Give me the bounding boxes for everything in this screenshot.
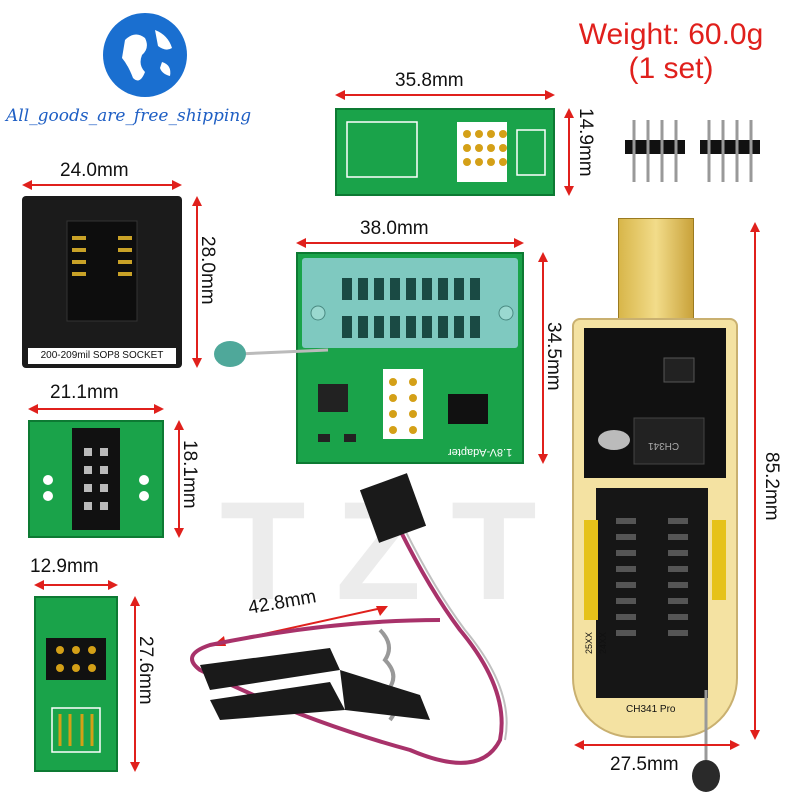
socket-label: 200-209mil SOP8 SOCKET: [28, 348, 176, 364]
dim-sop8-height: 14.9mm: [575, 108, 596, 177]
shop-name: All_goods_are_free_shipping: [6, 106, 252, 126]
usb-connector: [618, 218, 694, 326]
dim-socket-width: 24.0mm: [60, 160, 129, 181]
header-pins: [625, 120, 760, 182]
zif-lever-knob: [214, 341, 329, 367]
dim-small-board-width: 21.1mm: [50, 382, 119, 403]
weight-set-note: (1 set): [628, 52, 714, 85]
dim-arrow-adapter-height: [538, 252, 548, 464]
dim-arrow-programmer-height: [750, 222, 760, 740]
weight-label: Weight: 60.0g (1 set): [556, 18, 786, 86]
pin-label-24: 24XX: [598, 631, 609, 655]
dim-arrow-programmer-width: [574, 740, 740, 750]
dim-arrow-narrow-board-width: [34, 580, 118, 590]
sop8-adapter-board: [335, 108, 555, 196]
dim-arrow-sop8-height: [564, 108, 574, 196]
zif-lever-knob-programmer: [692, 690, 720, 792]
adapter-label: 1.8V-Adapter: [447, 446, 512, 458]
dim-programmer-width: 27.5mm: [610, 754, 679, 775]
header-right: [712, 520, 726, 600]
sop8-socket: 200-209mil SOP8 SOCKET: [22, 196, 182, 368]
weight-value: Weight: 60.0g: [578, 18, 764, 51]
dim-arrow-socket-width: [22, 180, 182, 190]
dim-arrow-adapter-width: [296, 238, 524, 248]
header-left: [584, 520, 598, 620]
dim-sop8-width: 35.8mm: [395, 70, 464, 91]
dim-narrow-board-width: 12.9mm: [30, 556, 99, 577]
dim-adapter-width: 38.0mm: [360, 218, 429, 239]
dim-arrow-socket-height: [192, 196, 202, 368]
adapter-board: 1.8V-Adapter: [296, 252, 524, 464]
chip-marking: CH341: [648, 440, 680, 451]
dim-arrow-narrow-board-height: [130, 596, 140, 772]
pin-label-25: 25XX: [584, 631, 595, 655]
dim-arrow-small-board-height: [174, 420, 184, 538]
brand-logo: [100, 10, 190, 100]
soic-clip: [190, 473, 508, 765]
programmer-pcb-top: CH341: [584, 328, 726, 478]
globe-icon: [103, 13, 187, 97]
small-8pin-board: [28, 420, 164, 538]
programmer-board: CH341 25XX 24XX CH341 Pro: [572, 318, 738, 738]
zif-socket: [302, 258, 518, 348]
dim-arrow-sop8-width: [335, 90, 555, 100]
dim-arrow-small-board-width: [28, 404, 164, 414]
narrow-board: [34, 596, 118, 772]
programmer-label: CH341 Pro: [626, 704, 676, 715]
dim-programmer-height: 85.2mm: [761, 452, 782, 521]
programmer-zif-socket: [596, 488, 708, 698]
